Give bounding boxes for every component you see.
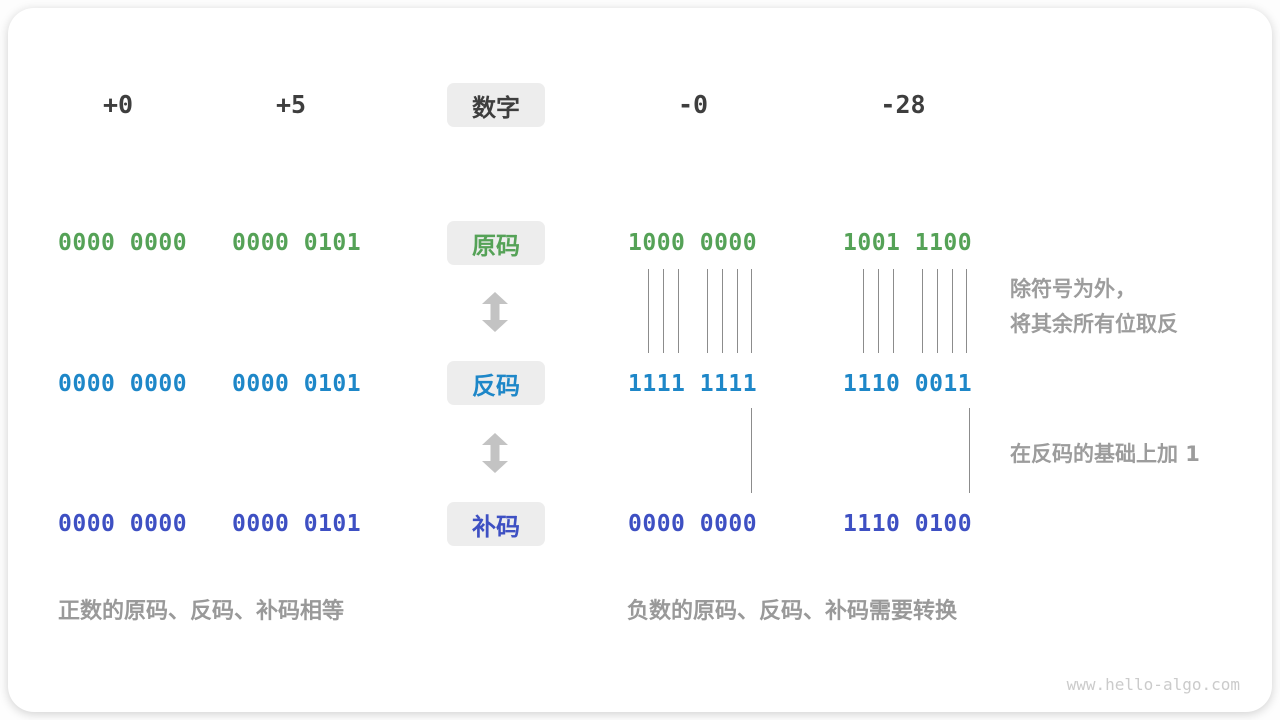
add-one-line bbox=[751, 408, 752, 493]
bit-flip-line bbox=[663, 269, 664, 353]
binary-twos-complement-pos-five: 0000 0101 bbox=[232, 511, 362, 537]
bit-flip-line bbox=[678, 269, 679, 353]
binary-ones-complement-pos-zero: 0000 0000 bbox=[58, 371, 188, 397]
header-pos-zero: +0 bbox=[102, 90, 134, 119]
bit-flip-line bbox=[878, 269, 879, 353]
label-box-number: 数字 bbox=[447, 83, 545, 127]
binary-ones-complement-pos-five: 0000 0101 bbox=[232, 371, 362, 397]
binary-sign-magnitude-pos-zero: 0000 0000 bbox=[58, 230, 188, 256]
annotation-flip-bits-line1: 除符号为外， bbox=[1010, 277, 1136, 301]
header-neg-zero: -0 bbox=[677, 90, 709, 119]
binary-twos-complement-neg-zero: 0000 0000 bbox=[628, 511, 758, 537]
header-pos-five: +5 bbox=[275, 90, 307, 119]
bit-flip-line bbox=[922, 269, 923, 353]
bit-flip-line bbox=[966, 269, 967, 353]
caption-positive-numbers: 正数的原码、反码、补码相等 bbox=[58, 599, 345, 624]
binary-sign-magnitude-neg-twentyeight: 1001 1100 bbox=[843, 230, 973, 256]
bit-flip-line bbox=[952, 269, 953, 353]
bit-flip-line bbox=[937, 269, 938, 353]
binary-twos-complement-pos-zero: 0000 0000 bbox=[58, 511, 188, 537]
binary-sign-magnitude-pos-five: 0000 0101 bbox=[232, 230, 362, 256]
diagram-card bbox=[8, 8, 1272, 712]
bit-flip-line bbox=[893, 269, 894, 353]
bit-flip-line bbox=[707, 269, 708, 353]
watermark-url: www.hello-algo.com bbox=[1066, 675, 1240, 694]
binary-ones-complement-neg-zero: 1111 1111 bbox=[628, 371, 758, 397]
label-box-twos-complement: 补码 bbox=[447, 502, 545, 546]
binary-ones-complement-neg-twentyeight: 1110 0011 bbox=[843, 371, 973, 397]
binary-sign-magnitude-neg-zero: 1000 0000 bbox=[628, 230, 758, 256]
bit-flip-line bbox=[751, 269, 752, 353]
binary-twos-complement-neg-twentyeight: 1110 0100 bbox=[843, 511, 973, 537]
header-neg-twentyeight: -28 bbox=[880, 90, 926, 119]
updown-arrow-icon bbox=[482, 433, 508, 473]
bit-flip-line bbox=[722, 269, 723, 353]
bit-flip-line bbox=[863, 269, 864, 353]
add-one-line bbox=[969, 408, 970, 493]
annotation-add-one: 在反码的基础上加 1 bbox=[1010, 442, 1200, 466]
label-box-ones-complement: 反码 bbox=[447, 361, 545, 405]
caption-negative-numbers: 负数的原码、反码、补码需要转换 bbox=[627, 599, 958, 624]
annotation-flip-bits: 除符号为外， 将其余所有位取反 bbox=[1010, 272, 1178, 342]
updown-arrow-icon bbox=[482, 292, 508, 332]
annotation-flip-bits-line2: 将其余所有位取反 bbox=[1010, 312, 1178, 336]
bit-flip-line bbox=[737, 269, 738, 353]
label-box-sign-magnitude: 原码 bbox=[447, 221, 545, 265]
bit-flip-line bbox=[648, 269, 649, 353]
